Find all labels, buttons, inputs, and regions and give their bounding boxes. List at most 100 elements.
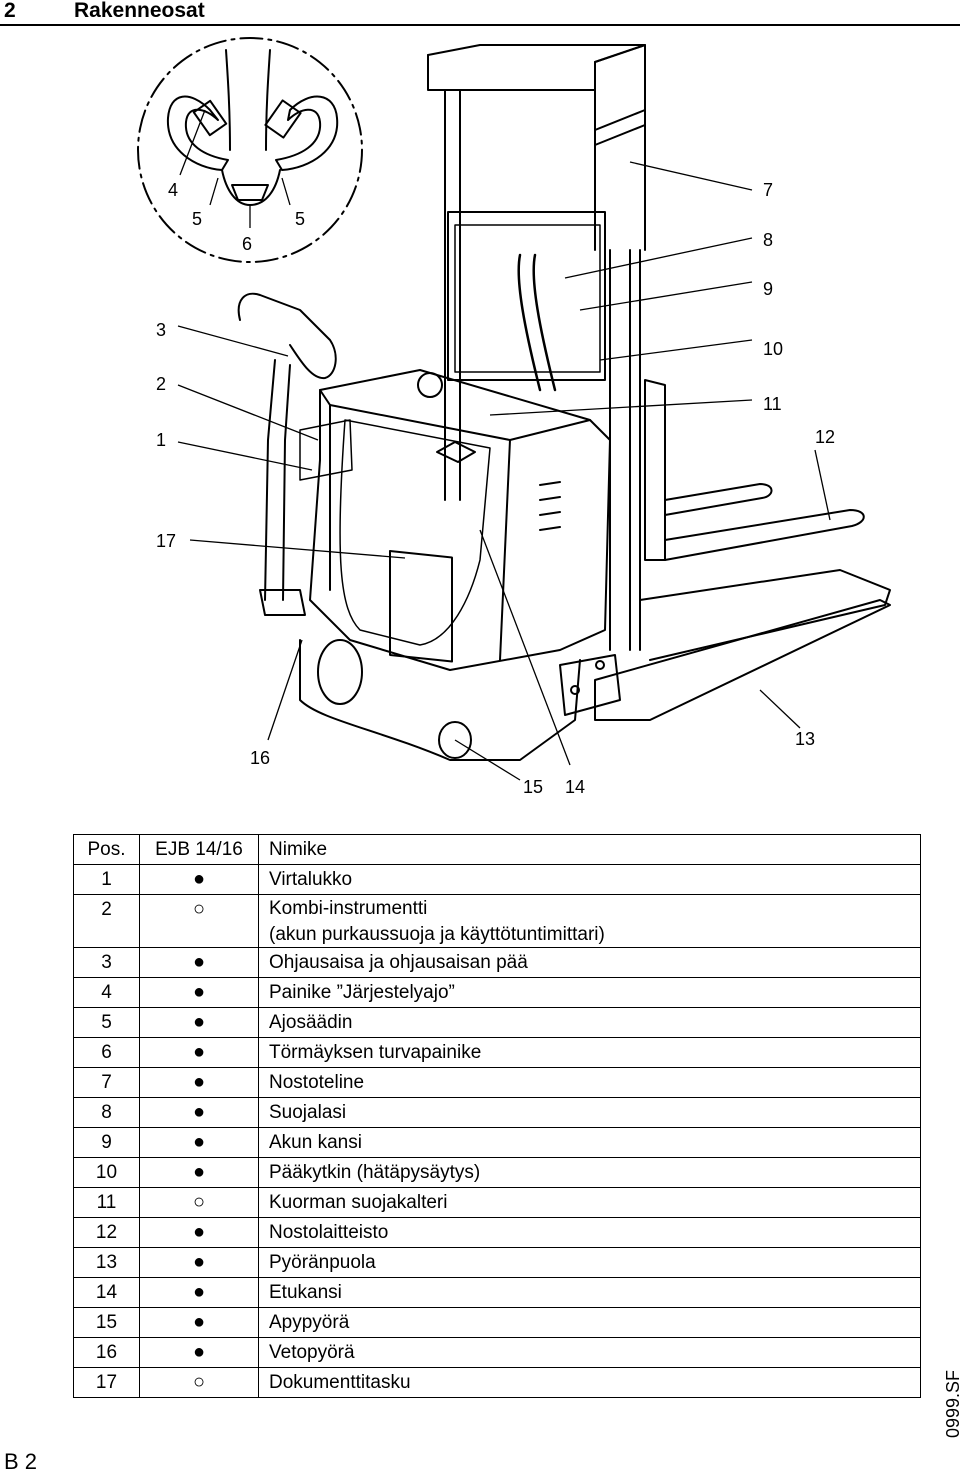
row-pos: 12 — [73, 1217, 140, 1248]
table-row: 11○Kuorman suojakalteri — [73, 1187, 921, 1218]
callout-5b: 5 — [295, 209, 305, 229]
callout-10: 10 — [763, 339, 783, 359]
callout-6: 6 — [242, 234, 252, 254]
filled-circle-icon: ● — [192, 1101, 206, 1123]
callout-16: 16 — [250, 748, 270, 768]
callout-17: 17 — [156, 531, 176, 551]
row-name: Apypyörä — [258, 1307, 921, 1338]
filled-circle-icon: ● — [192, 1041, 206, 1063]
row-pos: 10 — [73, 1157, 140, 1188]
row-name: Ajosäädin — [258, 1007, 921, 1038]
callout-4: 4 — [168, 180, 178, 200]
detail-circle — [137, 37, 363, 263]
row-availability-symbol: ● — [139, 1217, 259, 1248]
row-availability-symbol: ● — [139, 1157, 259, 1188]
row-name-text: Nostoteline — [269, 1072, 365, 1093]
callout-11: 11 — [763, 394, 782, 414]
row-name: Dokumenttitasku — [258, 1367, 921, 1398]
callout-1: 1 — [156, 430, 166, 450]
section-number: 2 — [4, 0, 16, 22]
document-code: 0999.SF — [943, 1369, 960, 1438]
row-pos: 6 — [73, 1037, 140, 1068]
section-title: Rakenneosat — [74, 0, 205, 22]
table-row: 2○Kombi-instrumentti(akun purkaussuoja j… — [73, 894, 921, 948]
table-row: 6 ● Törmäyksen turvapainike — [73, 1037, 921, 1068]
callout-5a: 5 — [192, 209, 202, 229]
table-header-row: Pos. EJB 14/16 Nimike — [73, 834, 921, 865]
row-pos: 1 — [73, 864, 140, 895]
callout-2: 2 — [156, 374, 166, 394]
row-pos: 3 — [73, 947, 140, 978]
filled-circle-icon: ● — [192, 981, 206, 1003]
row-name-text: Painike ”Järjestelyajo” — [269, 982, 455, 1003]
open-circle-icon: ○ — [192, 1371, 206, 1393]
row-availability-symbol: ● — [139, 1007, 259, 1038]
row-name: Akun kansi — [258, 1127, 921, 1158]
truck-illustration: 1 2 3 4 5 5 6 7 8 9 10 11 12 13 14 15 16… — [137, 37, 891, 797]
callout-15: 15 — [523, 777, 543, 797]
table-row: 7●Nostoteline — [73, 1067, 921, 1098]
filled-circle-icon: ● — [192, 1311, 206, 1333]
row-name: Ohjausaisa ja ohjausaisan pää — [258, 947, 921, 978]
row-availability-symbol: ● — [139, 1247, 259, 1278]
row-pos: 2 — [73, 894, 140, 948]
row-name: Kuorman suojakalteri — [258, 1187, 921, 1218]
row-name-text: Virtalukko — [269, 869, 353, 890]
row-name: Virtalukko — [258, 864, 921, 895]
row-pos: 4 — [73, 977, 140, 1008]
callout-3: 3 — [156, 320, 166, 340]
table-row: 14●Etukansi — [73, 1277, 921, 1308]
section-heading: 2 Rakenneosat — [0, 0, 960, 26]
col-pos-header: Pos. — [73, 834, 140, 865]
row-availability-symbol: ● — [139, 1127, 259, 1158]
table-row: 16●Vetopyörä — [73, 1337, 921, 1368]
callout-13: 13 — [795, 729, 815, 749]
row-availability-symbol: ● — [139, 1277, 259, 1308]
row-name-text: Vetopyörä — [269, 1342, 355, 1363]
row-pos: 11 — [73, 1187, 140, 1218]
table-row: 4 ● Painike ”Järjestelyajo” — [73, 977, 921, 1008]
row-name-text: Dokumenttitasku — [269, 1372, 411, 1393]
filled-circle-icon: ● — [192, 1161, 206, 1183]
row-name-text: Nostolaitteisto — [269, 1222, 389, 1243]
table-row: 12● Nostolaitteisto — [73, 1217, 921, 1248]
table-row: 17 ○ Dokumenttitasku — [73, 1367, 921, 1398]
row-availability-symbol: ● — [139, 1307, 259, 1338]
row-availability-symbol: ● — [139, 1337, 259, 1368]
row-name-text: Akun kansi — [269, 1132, 362, 1153]
table-row: 13 ● Pyöränpuola — [73, 1247, 921, 1278]
table-row: 8●Suojalasi — [73, 1097, 921, 1128]
row-name-text: Suojalasi — [269, 1102, 347, 1123]
row-name: Nostolaitteisto — [258, 1217, 921, 1248]
row-name: Vetopyörä — [258, 1337, 921, 1368]
row-name: Nostoteline — [258, 1067, 921, 1098]
table-row: 1 ● Virtalukko — [73, 864, 921, 895]
row-availability-symbol: ● — [139, 1097, 259, 1128]
row-availability-symbol: ● — [139, 947, 259, 978]
row-name: Painike ”Järjestelyajo” — [258, 977, 921, 1008]
row-pos: 15 — [73, 1307, 140, 1338]
row-availability-symbol: ○ — [139, 1187, 259, 1218]
row-name-text: Apypyörä — [269, 1312, 350, 1333]
table-row: 10 ● Pääkytkin (hätäpysäytys) — [73, 1157, 921, 1188]
row-name: Kombi-instrumentti(akun purkaussuoja ja … — [258, 894, 921, 948]
row-name: Pyöränpuola — [258, 1247, 921, 1278]
table-row: 5●Ajosäädin — [73, 1007, 921, 1038]
callout-8: 8 — [763, 230, 773, 250]
row-name-text: Pyöränpuola — [269, 1252, 376, 1273]
callout-9: 9 — [763, 279, 773, 299]
filled-circle-icon: ● — [192, 868, 206, 890]
row-name-text: Ohjausaisa ja ohjausaisan pää — [269, 952, 528, 973]
row-name: Pääkytkin (hätäpysäytys) — [258, 1157, 921, 1188]
row-availability-symbol: ● — [139, 864, 259, 895]
filled-circle-icon: ● — [192, 1251, 206, 1273]
col-name-header: Nimike — [258, 834, 921, 865]
callout-labels: 1 2 3 4 5 5 6 7 8 9 10 11 12 13 14 15 16… — [156, 180, 835, 797]
row-pos: 13 — [73, 1247, 140, 1278]
row-pos: 5 — [73, 1007, 140, 1038]
row-pos: 7 — [73, 1067, 140, 1098]
row-pos: 9 — [73, 1127, 140, 1158]
row-name-text: Törmäyksen turvapainike — [269, 1042, 482, 1063]
row-pos: 17 — [73, 1367, 140, 1398]
